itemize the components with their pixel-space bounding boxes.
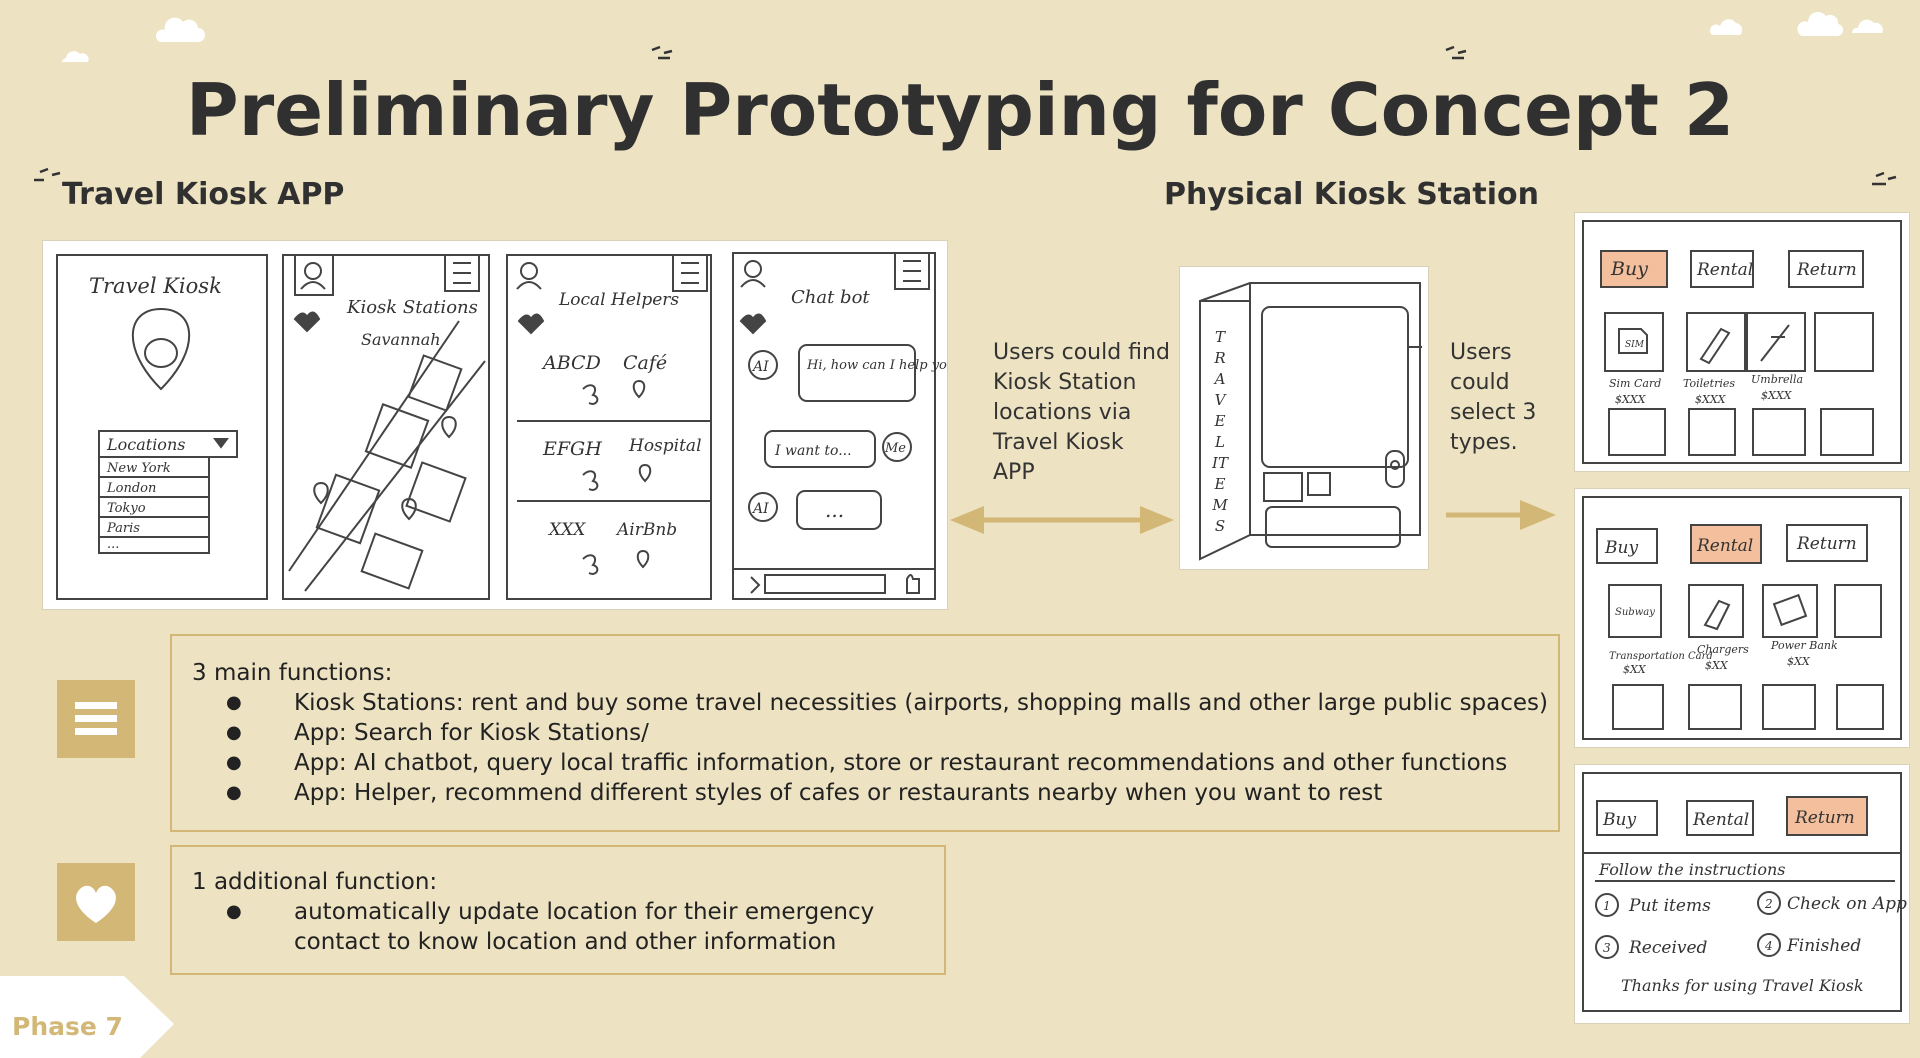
kiosk-section-heading: Physical Kiosk Station xyxy=(1164,177,1539,212)
caption-line: could xyxy=(1450,370,1510,395)
svg-text:1: 1 xyxy=(1603,899,1611,913)
return-instructions-heading: Follow the instructions xyxy=(1598,860,1785,879)
phase-label: Phase 7 xyxy=(12,1012,123,1041)
main-functions-box: 3 main functions: Kiosk Stations: rent a… xyxy=(170,634,1560,832)
list-item: App: Search for Kiosk Stations/ xyxy=(192,718,1548,748)
caption-line: Kiosk Station xyxy=(993,370,1137,395)
item-price: $XX xyxy=(1787,655,1811,668)
caption-line: Users xyxy=(1450,340,1512,365)
tab-return-label: Return xyxy=(1796,534,1857,554)
tab-rental-label: Rental xyxy=(1696,260,1753,280)
additional-function-box: 1 additional function: automatically upd… xyxy=(170,845,946,975)
kiosk-screen-rental: Buy Rental Return Subway Transportation … xyxy=(1574,488,1910,748)
item-price: $XXX xyxy=(1761,389,1793,402)
app-sketch-panel: Travel Kiosk Locations New York London T… xyxy=(42,240,948,610)
screen1-city: London xyxy=(106,481,156,496)
tab-return-label: Return xyxy=(1796,260,1857,280)
additional-function-line: automatically update location for their … xyxy=(294,899,875,925)
list-item: App: AI chatbot, query local traffic inf… xyxy=(192,748,1548,778)
kiosk-sketch: TRAVEL ITEMS xyxy=(1179,266,1429,570)
tab-rental-label: Rental xyxy=(1696,536,1753,556)
kiosk-screen-return: Buy Rental Return Follow the instruction… xyxy=(1574,764,1910,1024)
screen3-place-type: Café xyxy=(623,352,667,374)
item-label: Sim Card xyxy=(1609,377,1661,390)
screen4-typing: ... xyxy=(825,498,844,522)
heart-icon xyxy=(57,863,135,941)
screen1-city: Paris xyxy=(106,521,140,536)
screen1-city: New York xyxy=(106,461,171,476)
caption-line: types. xyxy=(1450,430,1518,455)
return-thanks: Thanks for using Travel Kiosk xyxy=(1621,976,1864,995)
list-item: automatically update location for their … xyxy=(192,897,874,957)
tab-return-label: Return xyxy=(1794,808,1855,828)
caption-line: APP xyxy=(993,460,1035,485)
page-title: Preliminary Prototyping for Concept 2 xyxy=(185,68,1735,152)
item-label: Toiletries xyxy=(1683,377,1735,390)
item-price: $XX xyxy=(1705,659,1729,672)
screen1-title: Travel Kiosk xyxy=(89,274,222,298)
item-label: Umbrella xyxy=(1751,373,1803,386)
tab-buy-label: Buy xyxy=(1602,810,1636,830)
screen1-dropdown-label: Locations xyxy=(106,435,185,454)
svg-text:2: 2 xyxy=(1764,897,1773,911)
item-label: Power Bank xyxy=(1770,639,1838,652)
list-item: Kiosk Stations: rent and buy some travel… xyxy=(192,688,1548,718)
item-label: Chargers xyxy=(1697,643,1749,656)
sim-icon-label: SIM xyxy=(1625,340,1645,350)
kiosk-screen-buy: Buy Rental Return SIM Sim Card $XXX Toil… xyxy=(1574,212,1910,472)
caption-line: Travel Kiosk xyxy=(993,430,1124,455)
return-step: Check on App xyxy=(1787,894,1907,914)
right-arrow-icon xyxy=(1446,500,1556,530)
tab-rental-label: Rental xyxy=(1692,810,1749,830)
screen3-place-name: ABCD xyxy=(541,352,601,374)
screen2-title: Kiosk Stations xyxy=(346,297,478,318)
subway-icon-label: Subway xyxy=(1615,607,1655,618)
kiosk-caption: Users could select 3 types. xyxy=(1450,338,1560,458)
return-step: Put items xyxy=(1628,896,1711,916)
list-icon xyxy=(57,680,135,758)
item-price: $XX xyxy=(1623,663,1647,676)
app-section-heading: Travel Kiosk APP xyxy=(62,177,345,212)
list-item: App: Helper, recommend different styles … xyxy=(192,778,1548,808)
phase-tab: Phase 7 xyxy=(0,976,175,1058)
svg-text:3: 3 xyxy=(1603,941,1611,955)
tab-buy-label: Buy xyxy=(1610,258,1648,280)
screen3-title: Local Helpers xyxy=(558,290,679,310)
screen3-place-name: EFGH xyxy=(542,438,602,460)
caption-line: select 3 xyxy=(1450,400,1537,425)
screen3-place-name: XXX xyxy=(547,520,586,540)
item-price: $XXX xyxy=(1615,393,1647,406)
screen4-user-message: I want to... xyxy=(774,443,852,459)
screen4-me-tag: Me xyxy=(884,441,906,456)
screen3-place-type: Hospital xyxy=(628,436,702,456)
additional-function-line: contact to know location and other infor… xyxy=(294,929,837,955)
screen3-place-type: AirBnb xyxy=(615,520,677,540)
decorative-clouds xyxy=(34,11,1897,186)
caption-line: Users could find xyxy=(993,340,1170,365)
item-label: Transportation Card xyxy=(1609,651,1713,662)
double-arrow-icon xyxy=(950,506,1174,534)
screen4-bot-message: Hi, how can I help you? xyxy=(806,358,947,373)
app-caption: Users could find Kiosk Station locations… xyxy=(993,338,1183,488)
return-step: Received xyxy=(1628,938,1708,958)
main-functions-heading: 3 main functions: xyxy=(192,660,393,686)
screen4-title: Chat bot xyxy=(791,287,870,308)
return-step: Finished xyxy=(1786,936,1861,956)
screen4-ai-tag: AI xyxy=(751,501,769,517)
item-price: $XXX xyxy=(1695,393,1727,406)
kiosk-side-label: TRAVEL ITEMS xyxy=(1212,328,1228,535)
screen1-city: Tokyo xyxy=(107,501,146,516)
screen1-city: ... xyxy=(107,537,119,552)
svg-text:4: 4 xyxy=(1764,939,1773,953)
additional-function-heading: 1 additional function: xyxy=(192,869,438,895)
screen4-ai-tag: AI xyxy=(751,359,769,375)
tab-buy-label: Buy xyxy=(1604,538,1638,558)
screen2-city: Savannah xyxy=(361,330,441,349)
caption-line: locations via xyxy=(993,400,1132,425)
